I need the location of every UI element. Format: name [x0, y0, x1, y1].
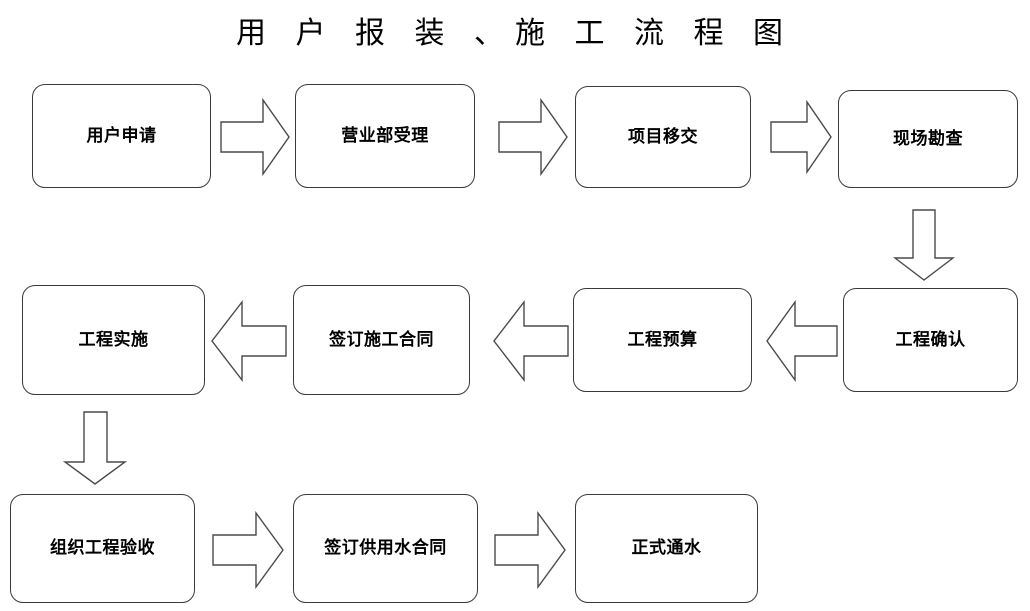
flow-node-label: 签订供用水合同	[324, 538, 447, 558]
page-title: 用 户 报 装 、施 工 流 程 图	[236, 17, 794, 50]
flow-node-label: 签订施工合同	[329, 329, 434, 349]
flow-node-construction[interactable]: 工程实施	[22, 285, 205, 395]
flow-node-construction-contract[interactable]: 签订施工合同	[293, 285, 470, 395]
flow-node-project-acceptance[interactable]: 组织工程验收	[10, 494, 195, 603]
arrow-left-confirm-to-budget	[765, 299, 839, 383]
flow-node-label: 正式通水	[631, 538, 702, 558]
flow-node-user-application[interactable]: 用户申请	[32, 84, 211, 188]
flow-node-project-budget[interactable]: 工程预算	[573, 288, 752, 392]
flow-node-label: 现场勘查	[893, 128, 963, 148]
arrow-down-construction-to-acceptance	[62, 410, 128, 486]
flow-node-sales-acceptance[interactable]: 营业部受理	[295, 84, 475, 188]
arrow-right-user-to-sales	[219, 97, 291, 177]
flow-node-site-survey[interactable]: 现场勘查	[838, 90, 1018, 188]
flow-node-label: 工程确认	[895, 329, 966, 349]
arrow-right-acceptance-to-watercontract	[211, 510, 285, 590]
flow-node-label: 营业部受理	[341, 125, 429, 145]
arrow-left-budget-to-contract	[492, 299, 570, 383]
flow-node-label: 组织工程验收	[50, 538, 155, 558]
arrow-right-handover-to-survey	[769, 99, 833, 175]
flow-node-project-confirmation[interactable]: 工程确认	[843, 288, 1018, 392]
arrow-right-watercontract-to-supply	[493, 510, 567, 590]
flow-node-label: 项目移交	[628, 126, 698, 146]
flow-node-project-handover[interactable]: 项目移交	[575, 86, 751, 188]
flow-node-official-water-supply[interactable]: 正式通水	[575, 494, 758, 603]
flow-node-label: 工程实施	[78, 329, 149, 349]
flow-node-water-supply-contract[interactable]: 签订供用水合同	[293, 494, 478, 603]
flow-node-label: 工程预算	[627, 329, 698, 349]
flow-node-label: 用户申请	[86, 125, 157, 145]
arrow-left-contract-to-construction	[210, 299, 288, 383]
arrow-down-survey-to-confirm	[892, 208, 956, 282]
arrow-right-sales-to-handover	[497, 97, 569, 177]
